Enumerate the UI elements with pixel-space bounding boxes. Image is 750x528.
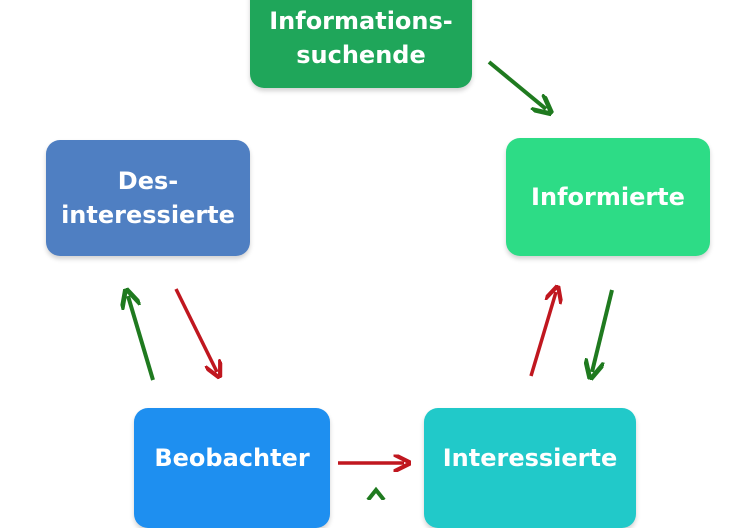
node-interested: Interessierte bbox=[424, 408, 636, 528]
arrow-observers-to-disinterested bbox=[128, 296, 155, 381]
node-disinterested: Des- interessierte bbox=[46, 140, 250, 256]
arrow-seekers-to-informed bbox=[487, 60, 546, 109]
arrow-disinterested-to-observers bbox=[174, 288, 217, 372]
arrows-layer bbox=[0, 60, 614, 500]
arrow-interested-to-informed bbox=[529, 292, 556, 377]
arrow-bottom-partial bbox=[366, 486, 386, 500]
node-information-seekers: Informations- suchende bbox=[250, 0, 472, 88]
arrow-informed-to-interested bbox=[592, 289, 614, 372]
node-observers: Beobachter bbox=[134, 408, 330, 528]
node-informed: Informierte bbox=[506, 138, 710, 256]
